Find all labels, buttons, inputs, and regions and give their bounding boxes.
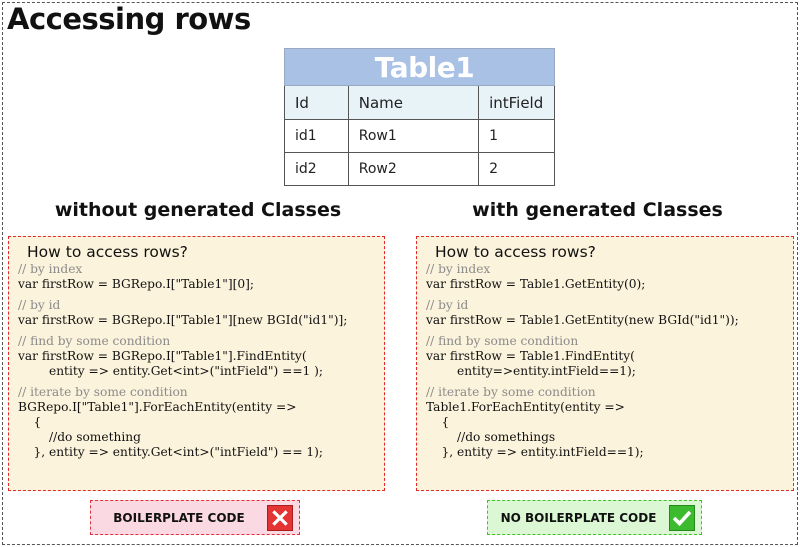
code-comment: // by id bbox=[18, 298, 61, 312]
right-code-panel: How to access rows? // by index var firs… bbox=[416, 236, 794, 491]
no-boilerplate-badge: NO BOILERPLATE CODE bbox=[487, 500, 702, 535]
code-line: var firstRow = BGRepo.I["Table1"].FindEn… bbox=[18, 349, 307, 363]
left-code-block: // by index var firstRow = BGRepo.I["Tab… bbox=[18, 262, 384, 460]
page-title: Accessing rows bbox=[7, 2, 251, 36]
table-cell: Row2 bbox=[347, 152, 480, 186]
left-panel-title: How to access rows? bbox=[27, 243, 188, 261]
table-row: id2 Row2 2 bbox=[284, 152, 555, 186]
table-row: id1 Row1 1 bbox=[284, 119, 555, 153]
code-comment: // find by some condition bbox=[18, 334, 171, 348]
check-icon bbox=[669, 504, 695, 531]
table-name: Table1 bbox=[284, 48, 555, 86]
code-line: { bbox=[18, 415, 42, 429]
table-header-row: Id Name intField bbox=[284, 85, 555, 120]
right-code-block: // by index var firstRow = Table1.GetEnt… bbox=[426, 262, 793, 460]
code-line: var firstRow = Table1.GetEntity(new BGId… bbox=[426, 313, 739, 327]
left-heading: without generated Classes bbox=[54, 199, 342, 221]
column-header: Id bbox=[284, 85, 349, 120]
badge-label: BOILERPLATE CODE bbox=[113, 510, 245, 525]
code-line: }, entity => entity.Get<int>("intField")… bbox=[18, 445, 324, 459]
right-heading: with generated Classes bbox=[472, 199, 723, 221]
column-header: Name bbox=[347, 85, 480, 120]
code-comment: // by index bbox=[18, 262, 83, 276]
db-table: Table1 Id Name intField id1 Row1 1 id2 R… bbox=[284, 48, 555, 186]
code-comment: // find by some condition bbox=[426, 334, 579, 348]
table-cell: id1 bbox=[284, 119, 349, 153]
code-line: entity => entity.Get<int>("intField") ==… bbox=[18, 364, 324, 378]
cross-icon bbox=[267, 504, 293, 531]
code-line: Table1.ForEachEntity(entity => bbox=[426, 400, 625, 414]
table-cell: id2 bbox=[284, 152, 349, 186]
code-comment: // iterate by some condition bbox=[426, 385, 596, 399]
code-comment: // iterate by some condition bbox=[18, 385, 188, 399]
code-line: entity=>entity.intField==1); bbox=[426, 364, 636, 378]
code-line: //do something bbox=[18, 430, 141, 444]
code-comment: // by id bbox=[426, 298, 469, 312]
right-panel-title: How to access rows? bbox=[435, 243, 596, 261]
left-code-panel: How to access rows? // by index var firs… bbox=[8, 236, 385, 491]
boilerplate-badge: BOILERPLATE CODE bbox=[90, 500, 300, 535]
code-line: BGRepo.I["Table1"].ForEachEntity(entity … bbox=[18, 400, 297, 414]
code-line: var firstRow = BGRepo.I["Table1"][0]; bbox=[18, 277, 254, 291]
table-cell: 2 bbox=[478, 152, 555, 186]
code-line: //do somethings bbox=[426, 430, 556, 444]
code-line: { bbox=[426, 415, 450, 429]
code-line: var firstRow = Table1.FindEntity( bbox=[426, 349, 635, 363]
table-cell: Row1 bbox=[347, 119, 480, 153]
table-cell: 1 bbox=[478, 119, 555, 153]
code-line: var firstRow = Table1.GetEntity(0); bbox=[426, 277, 646, 291]
code-line: var firstRow = BGRepo.I["Table1"][new BG… bbox=[18, 313, 348, 327]
column-header: intField bbox=[478, 85, 555, 120]
badge-label: NO BOILERPLATE CODE bbox=[500, 510, 657, 525]
code-line: }, entity => entity.intField==1); bbox=[426, 445, 644, 459]
code-comment: // by index bbox=[426, 262, 491, 276]
